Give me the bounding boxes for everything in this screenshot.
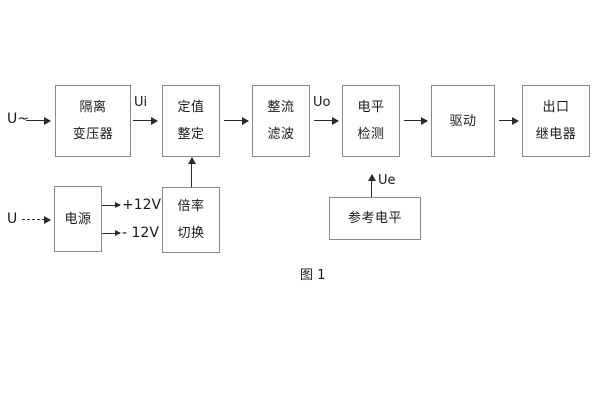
label-dc-input: U [7,211,18,227]
block-line: 整流 [267,100,295,115]
block-line: 隔离 [79,100,107,115]
arrow-level-to-drive [404,116,428,125]
block-line: 变压器 [72,127,114,142]
block-power-supply: 电源 [54,186,102,252]
label-ac-input: U~ [7,111,29,127]
block-line: 定值 [177,100,205,115]
block-line: 检测 [357,127,385,142]
block-isolation-transformer: 隔离 变压器 [55,85,131,157]
arrow-rail-positive [102,202,121,208]
label-signal-ue: Ue [378,173,396,188]
arrow-dc-input-to-power-supply [22,216,51,224]
label-signal-ui: Ui [134,95,148,110]
block-setting-value: 定值 整定 [162,85,220,157]
block-line: 参考电平 [347,211,402,226]
arrow-rectify-to-level [314,116,339,125]
block-rectify-filter: 整流 滤波 [252,85,310,157]
figure-caption: 图 1 [300,268,326,283]
block-line: 电平 [357,100,385,115]
block-line: 切换 [177,226,205,241]
arrow-rail-negative [102,230,121,236]
block-line: 继电器 [535,127,577,142]
block-line: 出口 [542,100,570,115]
block-drive: 驱动 [431,85,495,157]
block-output-relay: 出口 继电器 [522,85,590,157]
block-line: 整定 [177,127,205,142]
label-signal-uo: Uo [313,95,331,110]
block-line: 驱动 [449,113,477,129]
block-line: 电源 [64,211,92,227]
arrow-setting-to-rectify [224,116,249,125]
arrow-input-to-isolation [26,116,51,125]
arrow-multiplier-to-setting [187,157,196,187]
label-rail-positive: +12V [122,197,162,213]
block-multiplier-switch: 倍率 切换 [162,187,220,253]
arrow-drive-to-relay [499,116,519,125]
arrow-isolation-to-setting [133,116,158,125]
block-level-detection: 电平 检测 [342,85,400,157]
arrow-reference-to-level [367,174,376,197]
label-rail-negative: - 12V [122,225,159,241]
block-line: 倍率 [177,199,205,214]
block-reference-level: 参考电平 [329,197,421,240]
block-line: 滤波 [267,127,295,142]
